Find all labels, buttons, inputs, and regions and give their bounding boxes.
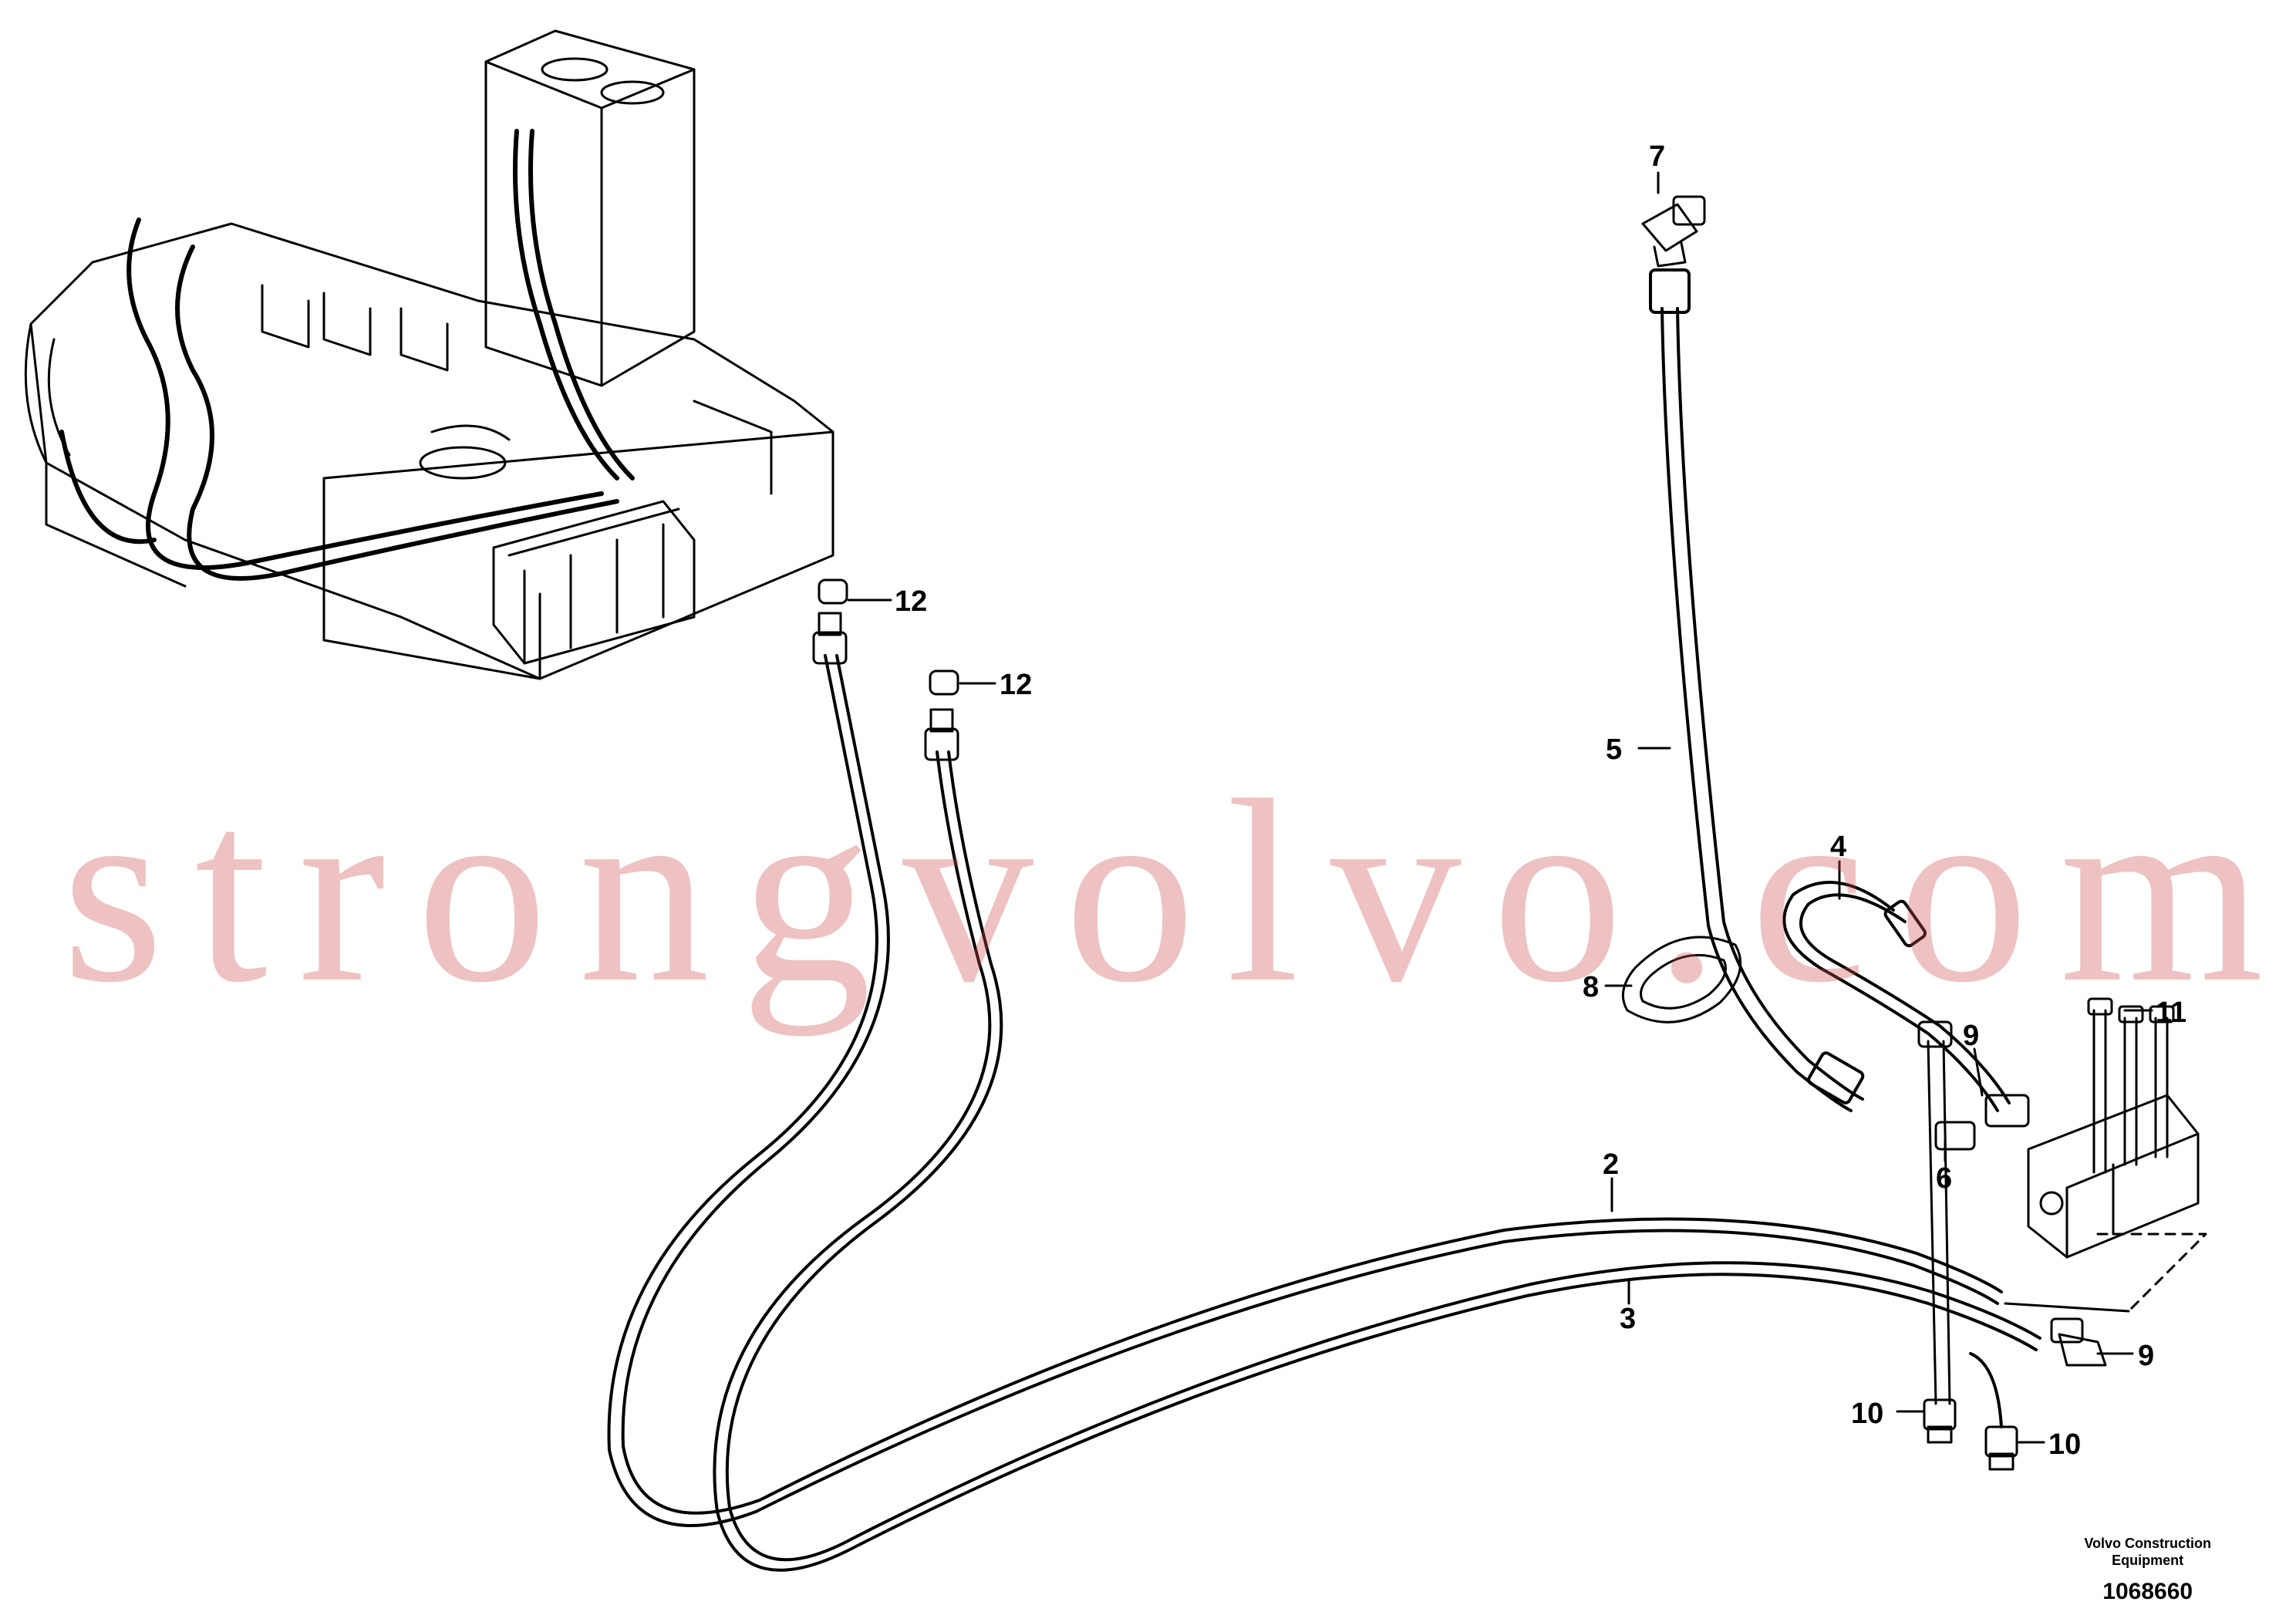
callout-12-lower: 12 [1000,669,1032,701]
machine-frame-illustration [24,29,834,680]
callout-5: 5 [1606,733,1622,766]
callout-6: 6 [1936,1162,1952,1195]
diagram-number: 1068660 [2102,1579,2193,1604]
hose-5 [1649,268,1865,1112]
elbow-7 [1641,195,1706,268]
leader-lines [847,171,2153,1444]
grommet-8 [1621,936,1742,1023]
elbow-to-10 [1969,1352,2003,1428]
mounting-line [2096,1233,2207,1313]
callout-9-lower: 9 [2138,1340,2154,1372]
callout-4: 4 [1830,831,1846,863]
hose-4 [1782,881,2011,1112]
bolts-11 [2087,997,2175,1174]
callout-12-upper: 12 [895,585,927,618]
hose-end-fittings [812,612,959,761]
adapter-6 [1934,1121,1976,1151]
caption-company: Volvo Construction [2084,1536,2211,1551]
cap-12 [818,578,959,696]
callout-10-right: 10 [2048,1428,2081,1461]
callout-10-left: 10 [1851,1398,1883,1430]
diagram-caption: Volvo Construction Equipment 1068660 [2084,1535,2211,1607]
callout-9-upper: 9 [1963,1020,1979,1052]
mounting-line-2 [2004,1302,2130,1313]
callout-11: 11 [2156,996,2186,1029]
callout-2: 2 [1603,1148,1619,1181]
fitting-9-upper [1984,1094,2030,1128]
hose-3 [713,750,2041,1572]
hose-2 [607,654,2003,1527]
fitting-10-right [1984,1425,2018,1471]
callout-7: 7 [1649,140,1665,173]
fitting-10-left [1923,1398,1957,1444]
caption-company-2: Equipment [2112,1553,2184,1568]
callout-3: 3 [1620,1303,1636,1335]
tube-to-10 [1917,1020,1953,1405]
inset-hoses [59,129,635,581]
watermark: strongvolvo.com [62,746,2294,1037]
fitting-9-lower [2050,1317,2107,1367]
callout-8: 8 [1583,971,1599,1003]
